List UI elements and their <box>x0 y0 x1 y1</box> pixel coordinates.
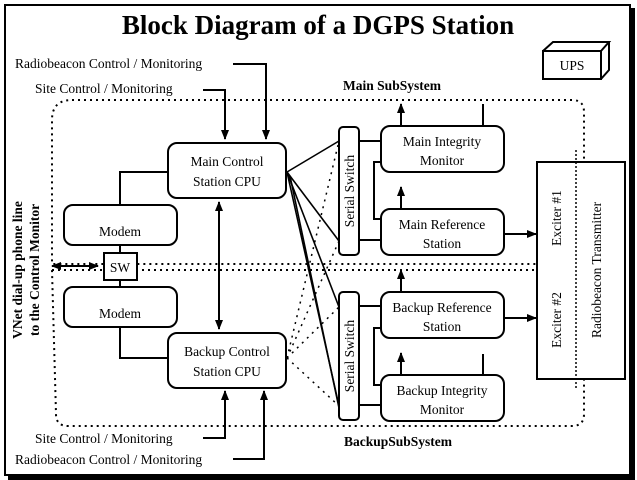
svg-text:Serial Switch: Serial Switch <box>342 320 357 393</box>
svg-text:Station CPU: Station CPU <box>193 364 261 379</box>
main-control-cpu: Main Control Station CPU <box>167 142 287 199</box>
backup-cpu-serial-links <box>286 140 340 407</box>
svg-text:Monitor: Monitor <box>420 153 465 168</box>
main-subsystem-links <box>359 103 537 241</box>
main-subsystem-region <box>51 99 585 265</box>
svg-text:Serial Switch: Serial Switch <box>342 155 357 228</box>
backup-modem-cpu-link <box>119 327 168 359</box>
main-site-arrow <box>203 89 229 140</box>
svg-text:Modem: Modem <box>99 306 141 321</box>
main-radiobeacon-input-label: Radiobeacon Control / Monitoring <box>15 56 202 71</box>
main-modem: Modem <box>63 204 178 246</box>
main-modem-cpu-link <box>119 171 168 205</box>
svg-text:Main Integrity: Main Integrity <box>403 134 482 149</box>
svg-text:Monitor: Monitor <box>420 402 465 417</box>
main-cpu-serial-links <box>286 140 340 409</box>
backup-site-input-label: Site Control / Monitoring <box>35 431 173 446</box>
radiobeacon-transmitter: Exciter #1 Exciter #2 Radiobeacon Transm… <box>536 150 626 390</box>
svg-text:Station: Station <box>423 236 462 251</box>
backup-radiobeacon-input-label: Radiobeacon Control / Monitoring <box>15 452 202 467</box>
svg-text:Backup Reference: Backup Reference <box>392 300 491 315</box>
exciter-1-label: Exciter #1 <box>549 190 564 246</box>
main-reference-station: Main Reference Station <box>380 208 505 256</box>
transmitter-label: Radiobeacon Transmitter <box>589 201 604 338</box>
backup-reference-station: Backup Reference Station <box>380 291 505 339</box>
backup-control-cpu: Backup Control Station CPU <box>167 332 287 389</box>
svg-text:Main Reference: Main Reference <box>399 217 486 232</box>
main-subsystem-label: Main SubSystem <box>343 78 442 93</box>
backup-integrity-monitor: Backup Integrity Monitor <box>380 374 505 422</box>
backup-subsystem-links <box>359 269 537 406</box>
main-serial-switch: Serial Switch <box>338 126 360 256</box>
svg-text:Backup Integrity: Backup Integrity <box>396 383 487 398</box>
svg-text:VNet dial-up phone line: VNet dial-up phone line <box>10 201 25 339</box>
main-integrity-monitor: Main Integrity Monitor <box>380 125 505 173</box>
ups-label: UPS <box>560 58 585 73</box>
svg-text:Backup Control: Backup Control <box>184 344 270 359</box>
svg-text:Station: Station <box>423 319 462 334</box>
backup-radiobeacon-arrow <box>233 390 268 460</box>
backup-subsystem-label: BackupSubSystem <box>344 434 453 449</box>
backup-modem: Modem <box>63 286 178 328</box>
svg-text:SW: SW <box>110 260 131 275</box>
diagram-title: Block Diagram of a DGPS Station <box>122 10 514 40</box>
main-radiobeacon-arrow <box>233 63 270 140</box>
phone-switch: SW <box>103 245 138 287</box>
backup-site-arrow <box>203 390 229 439</box>
svg-text:Station CPU: Station CPU <box>193 174 261 189</box>
exciter-2-label: Exciter #2 <box>549 292 564 348</box>
svg-text:Modem: Modem <box>99 224 141 239</box>
phone-line-label: VNet dial-up phone line to the Control M… <box>10 201 42 339</box>
main-site-input-label: Site Control / Monitoring <box>35 81 173 96</box>
svg-text:Main Control: Main Control <box>190 154 263 169</box>
svg-text:to the Control Monitor: to the Control Monitor <box>27 204 42 336</box>
backup-serial-switch: Serial Switch <box>338 291 360 421</box>
ups-box: UPS <box>542 41 612 80</box>
